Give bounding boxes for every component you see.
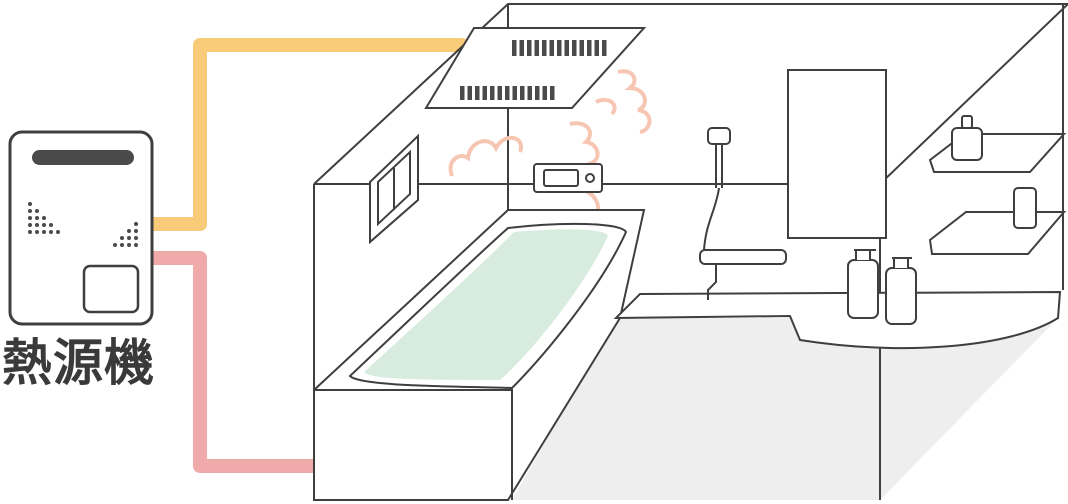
bath-water (364, 229, 608, 380)
vent-slat (497, 86, 502, 100)
return-pipe (145, 251, 321, 473)
shampoo-bottle-icon (847, 249, 917, 325)
floor (512, 318, 1058, 500)
bathtub-icon (313, 209, 646, 501)
hot-water-pipe (145, 38, 469, 231)
heat-source-unit-icon (8, 130, 154, 326)
vent-dot (134, 243, 138, 247)
vent-dot (28, 202, 32, 206)
vent-dot (127, 229, 131, 233)
vent-dot (35, 209, 39, 213)
vent-dot (42, 223, 46, 227)
vent-dot (35, 216, 39, 220)
vent-slat (467, 86, 472, 100)
vent-slat (535, 86, 540, 100)
mirror (787, 69, 887, 239)
bath-control-panel (533, 163, 603, 193)
vent-slat (602, 40, 607, 56)
vent-slat (520, 86, 525, 100)
vent-slat (557, 40, 562, 56)
vent-slat (564, 40, 569, 56)
vent-dot (28, 230, 32, 234)
bath-counter (613, 290, 1062, 350)
window (369, 133, 419, 245)
vent-slat (527, 40, 532, 56)
vent-dot (49, 230, 53, 234)
bathroom-ventilation-dryer-icon (424, 27, 647, 109)
vent-dot (127, 243, 131, 247)
vent-dot (56, 230, 60, 234)
vent-dot (120, 236, 124, 240)
vent-dot (42, 230, 46, 234)
vent-slat (460, 86, 465, 100)
vent-dot (49, 223, 53, 227)
vent-slat (542, 40, 547, 56)
vent-dot (35, 223, 39, 227)
vent-dot (35, 230, 39, 234)
vent-dot (127, 236, 131, 240)
vent-slat (594, 40, 599, 56)
vent-slat (542, 86, 547, 100)
vent-slat (482, 86, 487, 100)
vent-dot (134, 229, 138, 233)
vent-dot (28, 223, 32, 227)
vent-dot (120, 243, 124, 247)
vent-slat (512, 86, 517, 100)
vent-dot (42, 216, 46, 220)
vent-dot (134, 236, 138, 240)
vent-slat (512, 40, 517, 56)
vent-slat (587, 40, 592, 56)
vent-slat (550, 86, 555, 100)
vent-dot (28, 209, 32, 213)
heat-source-label: 熱源機 (2, 334, 155, 392)
vent-slat (572, 40, 577, 56)
shower-icon (699, 127, 787, 300)
vent-slat (549, 40, 554, 56)
vent-dot (134, 222, 138, 226)
vent-slat (475, 86, 480, 100)
vent-dot (113, 243, 117, 247)
vent-slat (579, 40, 584, 56)
vent-slat (534, 40, 539, 56)
vent-slat (490, 86, 495, 100)
vent-slat (527, 86, 532, 100)
vent-slat (505, 86, 510, 100)
wall-shelves (928, 115, 1067, 255)
vent-slat (519, 40, 524, 56)
vent-dot (28, 216, 32, 220)
